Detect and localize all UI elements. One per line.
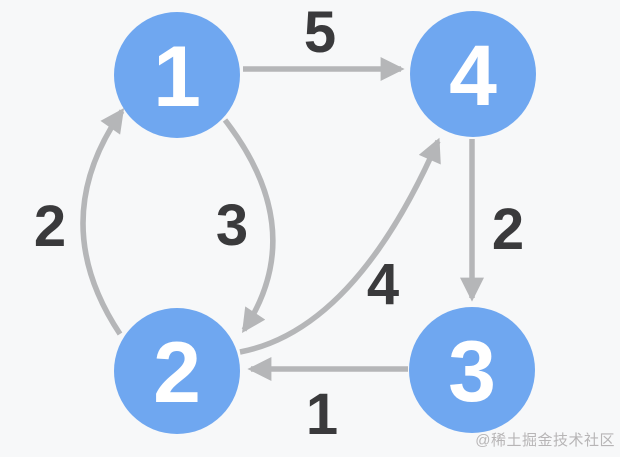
node-2-label: 2 xyxy=(153,325,201,421)
node-3: 3 xyxy=(409,307,535,433)
edge-2-to-4-weight-label: 4 xyxy=(367,252,399,317)
node-1: 1 xyxy=(114,12,240,138)
node-4-circle xyxy=(410,11,536,137)
node-2: 2 xyxy=(114,308,240,434)
edge-3-to-2-weight-label: 1 xyxy=(306,382,338,447)
node-4-label: 4 xyxy=(449,28,497,124)
node-2-circle xyxy=(114,308,240,434)
watermark: @稀土掘金技术社区 xyxy=(475,432,615,449)
node-3-circle xyxy=(409,307,535,433)
edge-2-to-4 xyxy=(239,137,441,355)
node-1-circle xyxy=(114,12,240,138)
node-4: 4 xyxy=(410,11,536,137)
edge-2-to-1-weight-label: 2 xyxy=(34,194,66,259)
edge-1-to-2-weight-label: 3 xyxy=(216,193,248,258)
edge-2-to-1 xyxy=(80,108,125,336)
edge-1-to-2 xyxy=(222,118,276,334)
edge-4-to-3-weight-label: 2 xyxy=(492,197,524,262)
node-3-label: 3 xyxy=(448,324,496,420)
node-1-label: 1 xyxy=(153,29,201,125)
edge-1-to-4-weight-label: 5 xyxy=(304,0,336,65)
